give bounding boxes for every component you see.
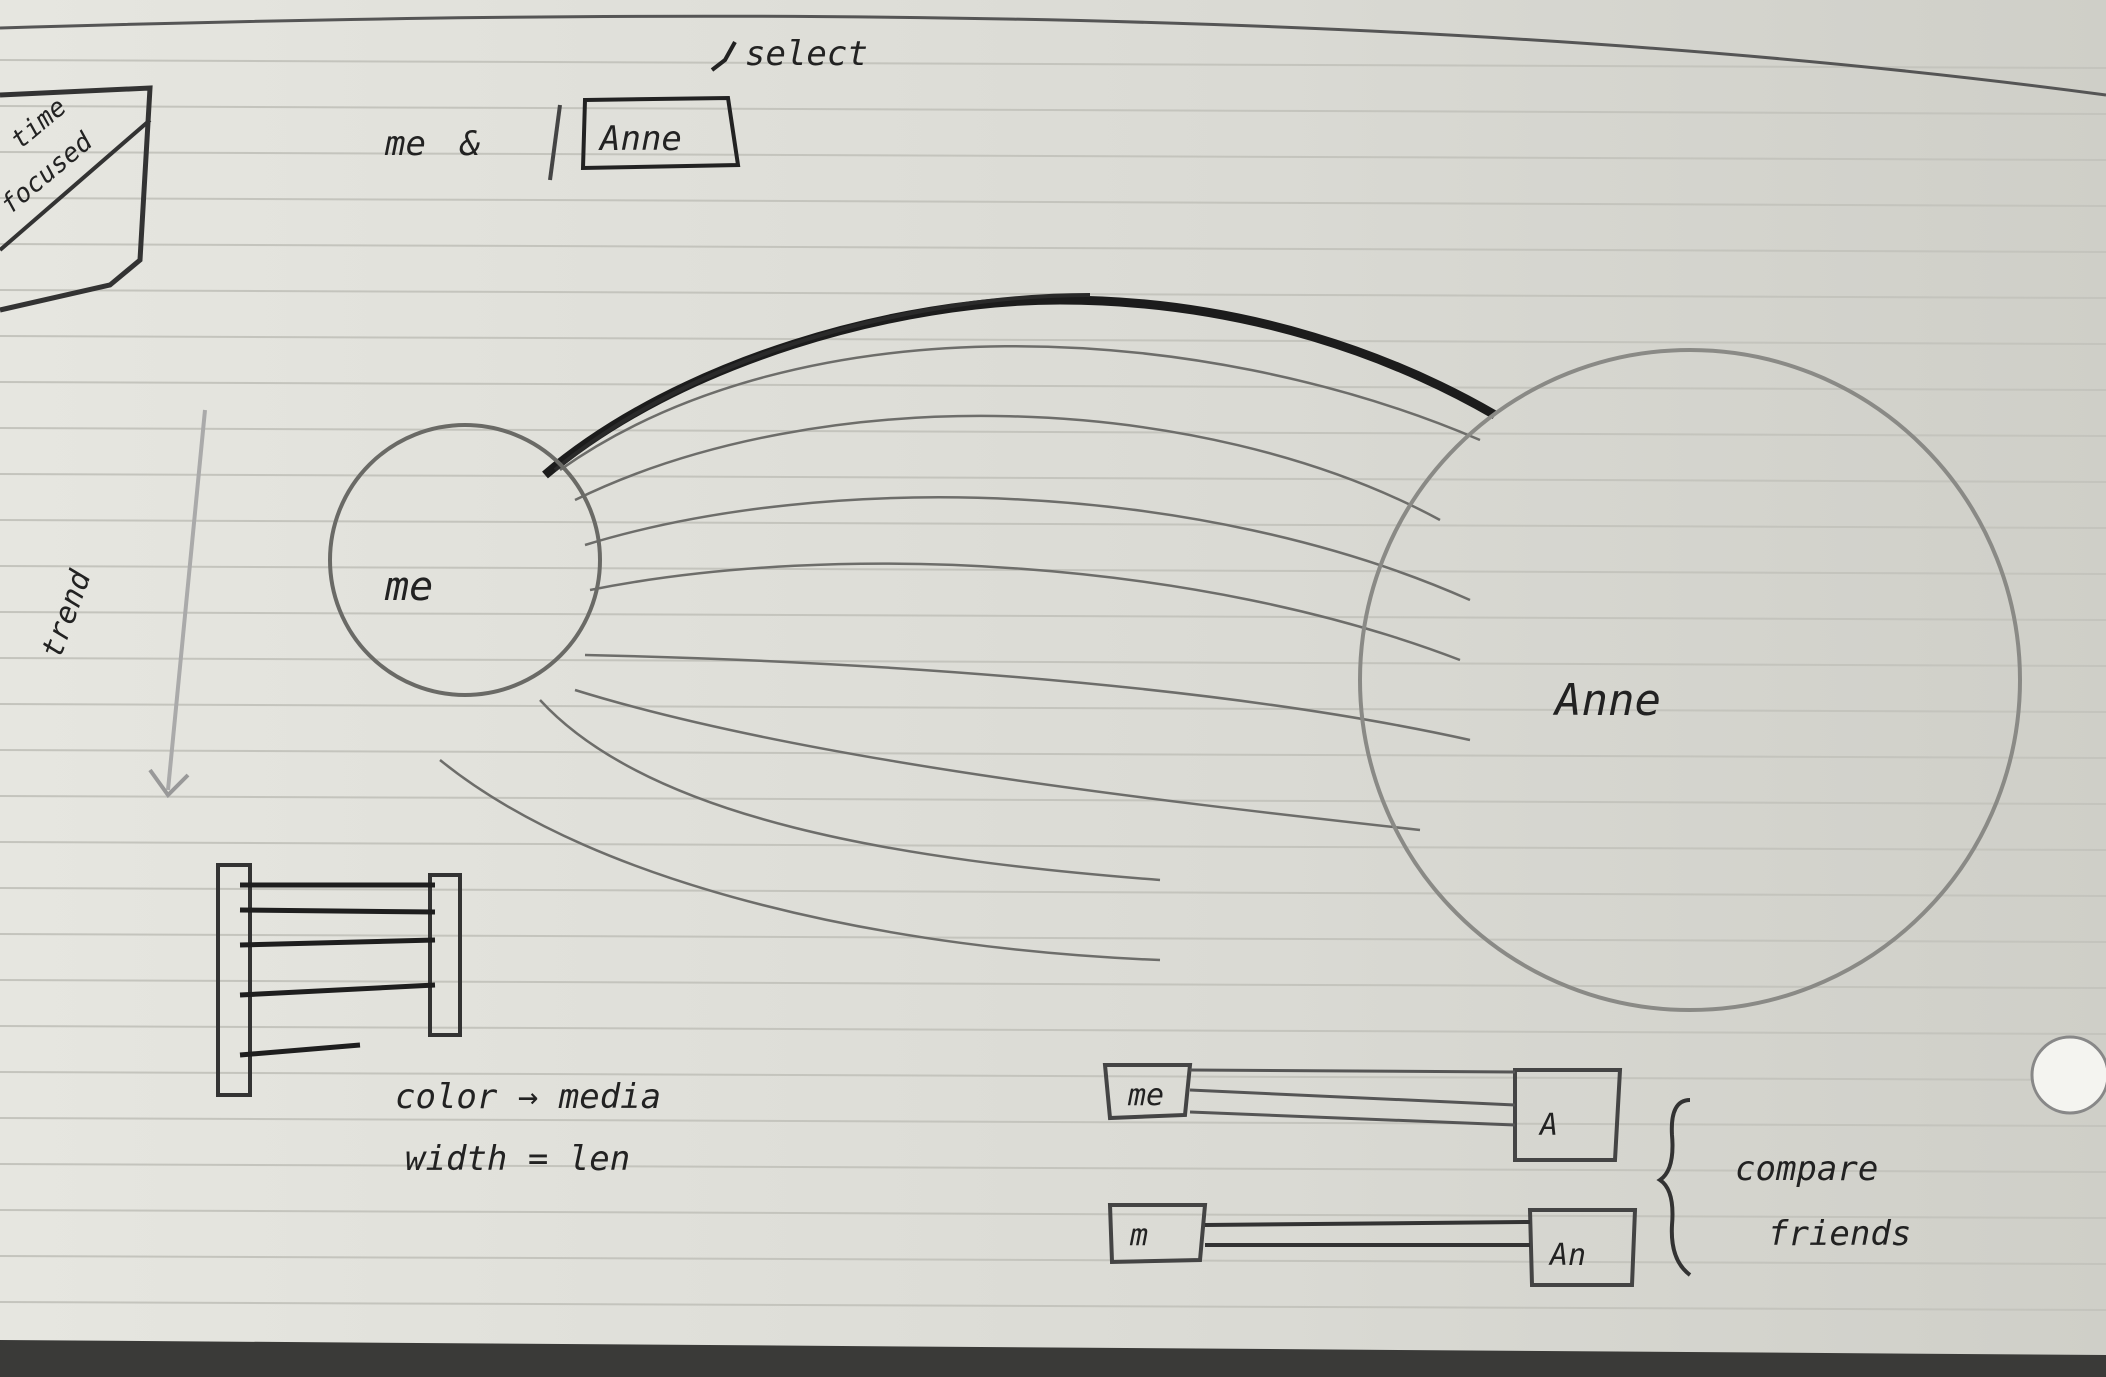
arrow-down-icon (148, 768, 190, 799)
legend-diagram: color → media width = len (216, 863, 661, 1179)
ruled-line (0, 1209, 2106, 1219)
ruled-line (0, 381, 2106, 391)
ruled-line (0, 703, 2106, 713)
compare-row1-right: A (1538, 1108, 1558, 1143)
ruled-line (0, 427, 2106, 437)
ruled-line (0, 151, 2106, 161)
compare-row1-left: me (1127, 1078, 1164, 1113)
ruled-line (0, 795, 2106, 805)
ruled-line (0, 1025, 2106, 1035)
page-bottom-edge (0, 1340, 2106, 1377)
ruled-line (0, 105, 2106, 115)
compare-row2-right-box[interactable] (1527, 1208, 1638, 1287)
ruled-line (0, 887, 2106, 897)
legend-color-text: color → media (395, 1077, 661, 1117)
ruled-line (0, 59, 2106, 69)
ruled-line (0, 519, 2106, 529)
top-selector: select me & Anne (384, 34, 868, 181)
node-me-label: me (384, 564, 433, 610)
select-note: select (745, 34, 868, 74)
ruled-lines (0, 59, 2106, 1311)
compare-diagram: me A m An compare friends (1102, 1063, 1911, 1287)
ruled-line (0, 749, 2106, 759)
ruled-line (0, 657, 2106, 667)
brace-icon (1656, 1098, 1692, 1277)
binder-hole (2030, 1035, 2106, 1115)
friend-select-label: Anne (598, 119, 682, 159)
ruled-line (0, 841, 2106, 851)
ruled-line (0, 473, 2106, 483)
ruled-line (0, 243, 2106, 253)
ruled-line (0, 1163, 2106, 1173)
connection-lines (439, 345, 1481, 962)
node-friend[interactable]: Anne (1358, 348, 2022, 1012)
ruled-line (0, 565, 2106, 575)
friend-select-box[interactable] (580, 95, 741, 171)
top-me-label: me (384, 124, 426, 164)
check-mark-icon (710, 41, 737, 72)
ruled-line (0, 933, 2106, 943)
compare-row1-left-box[interactable] (1102, 1063, 1193, 1121)
legend-width-text: width = len (405, 1139, 630, 1179)
ruled-line (0, 335, 2106, 345)
compare-row2-right: An (1548, 1238, 1586, 1273)
node-friend-label: Anne (1552, 675, 1661, 726)
ruled-line (0, 611, 2106, 621)
ruled-line (0, 979, 2106, 989)
compare-row2-left: m (1129, 1218, 1148, 1253)
compare-label-line2: friends (1768, 1214, 1911, 1254)
compare-row2-left-box[interactable] (1107, 1203, 1208, 1265)
top-amp-label: & (459, 124, 480, 164)
ruled-line (0, 1301, 2106, 1311)
compare-row1-right-box[interactable] (1513, 1068, 1623, 1162)
ruled-line (0, 1117, 2106, 1127)
ruled-line (0, 197, 2106, 207)
ruled-line (0, 1255, 2106, 1265)
node-me[interactable]: me (328, 423, 602, 697)
page-top-edge (0, 14, 2106, 97)
compare-label-line1: compare (1735, 1149, 1878, 1189)
ruled-line (0, 1071, 2106, 1081)
